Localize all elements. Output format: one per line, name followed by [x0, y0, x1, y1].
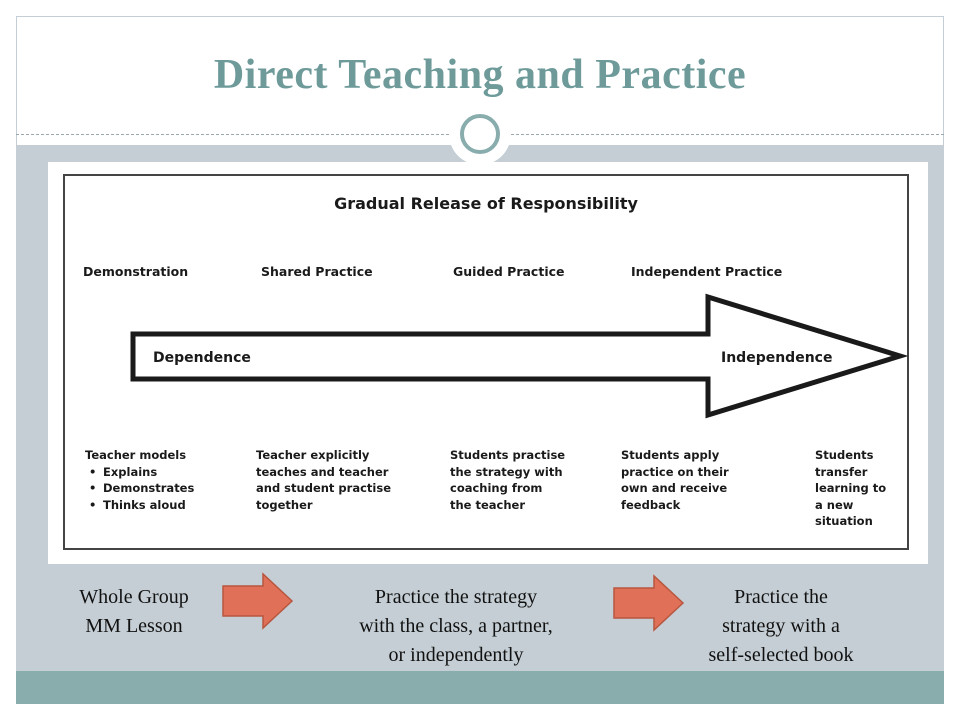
stage-label-guided-practice: Guided Practice	[453, 264, 565, 279]
column-line: a new	[815, 497, 854, 512]
stage-label-demonstration: Demonstration	[83, 264, 189, 279]
column-line: and student practise	[256, 481, 391, 495]
column-line: learning to	[815, 481, 887, 495]
step-whole-group: Whole Group MM Lesson	[54, 583, 214, 641]
dependence-arrow: Dependence Independence	[130, 293, 909, 419]
slide-title: Direct Teaching and Practice	[213, 52, 747, 98]
column-line: Students practise	[450, 448, 566, 462]
column-line: coaching from	[450, 481, 543, 495]
arrow-start-label: Dependence	[153, 350, 251, 366]
column-shared-practice: Teacher explicitly teaches and teacher a…	[256, 447, 391, 513]
stage-label-independent-practice: Independent Practice	[631, 264, 783, 279]
column-line: transfer	[815, 464, 868, 479]
step-line: with the class, a partner,	[359, 615, 553, 637]
stage-label-shared-practice: Shared Practice	[261, 264, 373, 279]
step-line: Practice the	[734, 586, 828, 608]
diagram-title: Gradual Release of Responsibility	[334, 194, 638, 213]
column-line: Teacher explicitly	[256, 448, 370, 462]
step-line: or independently	[388, 644, 524, 666]
step-line: MM Lesson	[85, 615, 183, 637]
bullet-item: Explains	[85, 464, 194, 481]
column-line: Teacher models	[85, 448, 187, 462]
column-line: feedback	[621, 497, 681, 512]
column-line: situation	[815, 514, 873, 528]
gradual-release-diagram: Gradual Release of Responsibility Demons…	[63, 174, 909, 550]
step-line: strategy with a	[722, 615, 840, 637]
step-line: self-selected book	[708, 644, 854, 666]
step-line: Practice the strategy	[374, 586, 538, 608]
step-line: Whole Group	[79, 586, 189, 608]
figure-panel: Gradual Release of Responsibility Demons…	[48, 162, 928, 564]
column-line: together	[256, 497, 313, 512]
bullet-list: Explains Demonstrates Thinks aloud	[85, 464, 194, 514]
column-independent-practice: Students apply practice on their own and…	[621, 447, 729, 513]
column-transfer: Students transfer learning to a new situ…	[815, 447, 886, 530]
dependence-arrow-shape	[130, 293, 909, 419]
column-line: the teacher	[450, 497, 526, 512]
step-practice-class: Practice the strategy with the class, a …	[306, 583, 606, 670]
bullet-item: Thinks aloud	[85, 497, 194, 514]
column-line: the strategy with	[450, 464, 563, 479]
footer-band	[16, 671, 944, 704]
ring-ornament-icon	[449, 103, 511, 165]
bullet-item: Demonstrates	[85, 480, 194, 497]
right-arrow-icon	[613, 574, 685, 632]
column-demonstration: Teacher models Explains Demonstrates Thi…	[85, 447, 194, 513]
title-area: Direct Teaching and Practice	[16, 16, 944, 134]
column-line: own and receive	[621, 481, 728, 495]
column-line: Students apply	[621, 448, 720, 462]
right-arrow-icon	[222, 572, 294, 630]
step-self-selected-book: Practice the strategy with a self-select…	[676, 583, 886, 670]
column-line: Students	[815, 448, 874, 462]
column-line: teaches and teacher	[256, 464, 389, 479]
arrow-end-label: Independence	[721, 350, 832, 366]
column-line: practice on their	[621, 464, 729, 479]
column-guided-practice: Students practise the strategy with coac…	[450, 447, 565, 513]
